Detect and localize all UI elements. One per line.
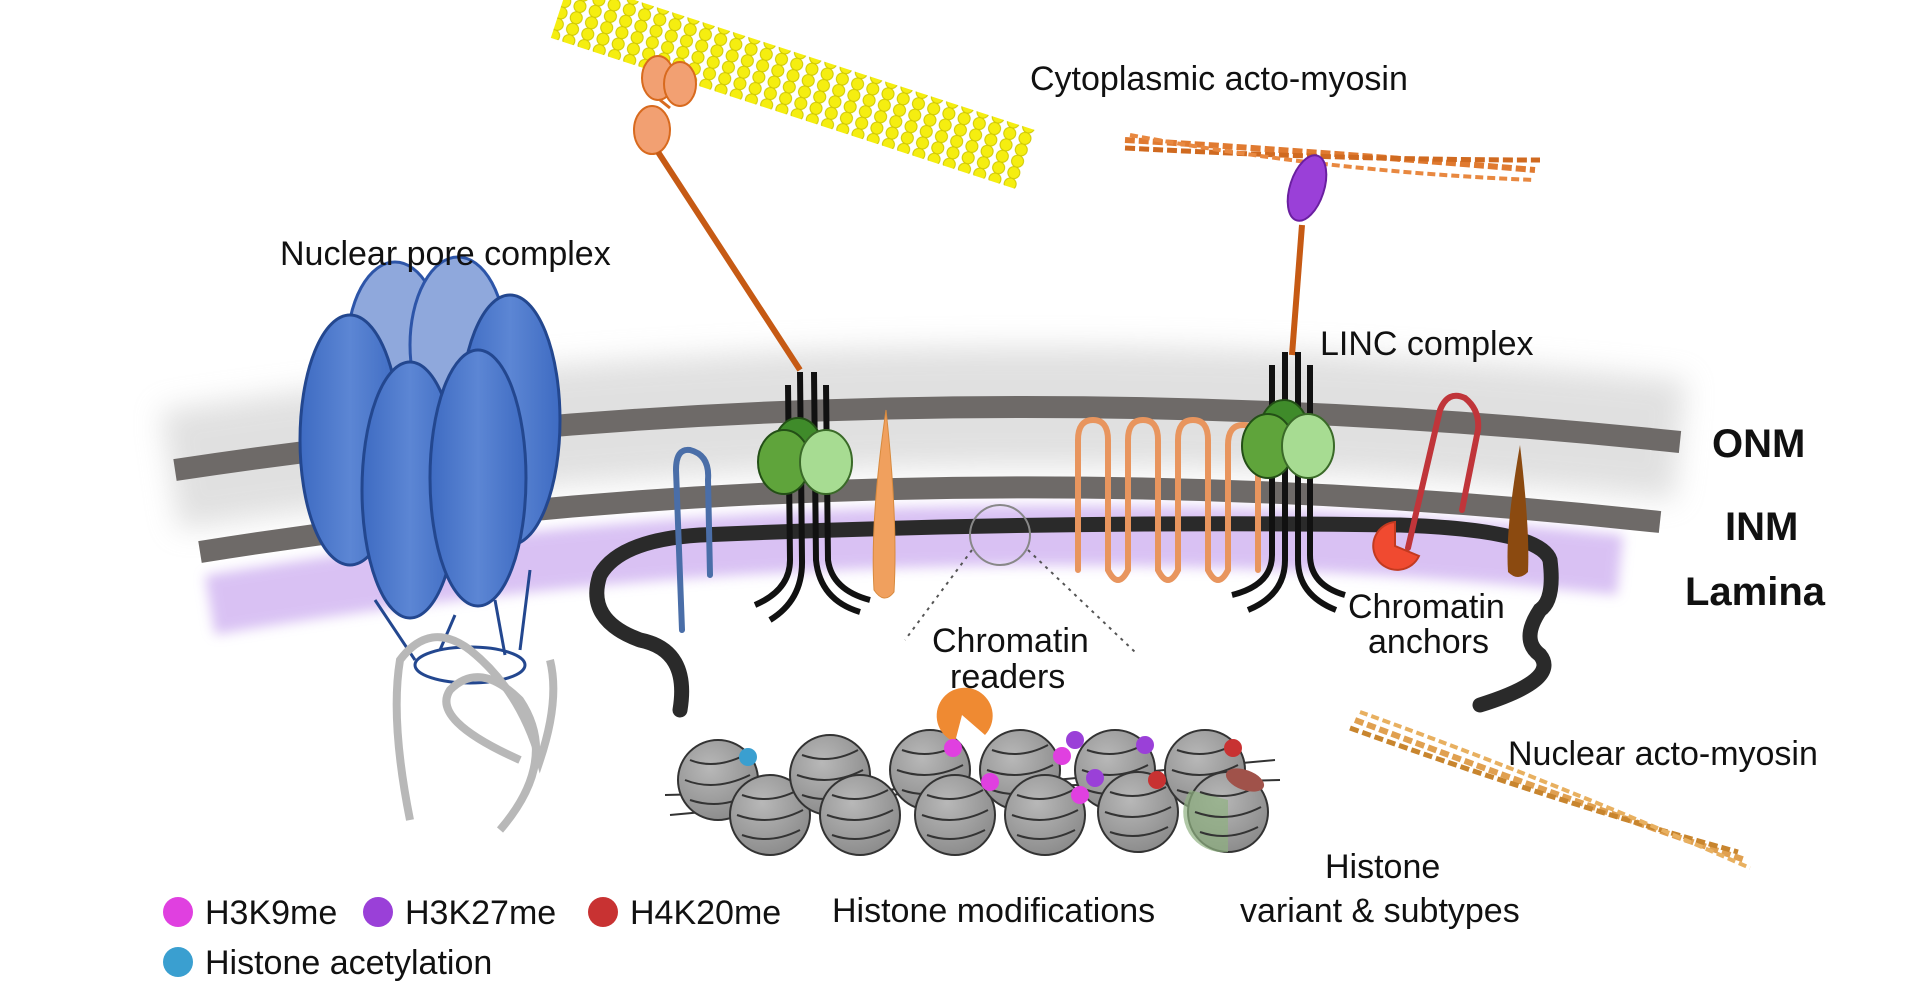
nucleosome — [819, 774, 901, 856]
nesprin-right — [1289, 224, 1305, 356]
nucleosome-variant — [1183, 771, 1269, 853]
zoom-circle — [969, 504, 1031, 566]
nucleosome — [1004, 774, 1086, 856]
legend-label-h3k27me: H3K27me — [405, 894, 556, 932]
label-chromatin-anchors-line2: anchors — [1368, 623, 1489, 661]
linc-complex-right — [1231, 352, 1346, 613]
legend-swatch-histone-acetylation — [163, 947, 193, 977]
chromatin-anchor-brown — [1507, 445, 1529, 577]
legend-swatch-h3k9me — [163, 897, 193, 927]
emerin-left — [872, 409, 896, 599]
label-lamina: Lamina — [1685, 570, 1826, 614]
chromatin-reader — [936, 687, 993, 742]
motor-and-nesprin-left — [633, 55, 803, 372]
label-linc-complex: LINC complex — [1320, 325, 1534, 363]
label-chromatin-readers-line2: readers — [950, 658, 1065, 696]
legend-label-histone-acetylation: Histone acetylation — [205, 944, 492, 982]
label-inm: INM — [1725, 505, 1798, 549]
nucleosome — [914, 774, 996, 856]
inm-protein-red — [1405, 392, 1482, 551]
myosin-head-purple — [1286, 154, 1328, 222]
nuclear-pore-complex — [298, 255, 562, 833]
label-chromatin-anchors-line1: Chromatin — [1348, 588, 1505, 626]
legend-swatch-h3k27me — [363, 897, 393, 927]
nuclear-actomyosin-filament — [1349, 710, 1751, 870]
chromatin-anchor-red — [1372, 520, 1421, 571]
inm-protein-blue — [672, 446, 713, 633]
linc-complex-left — [753, 371, 871, 623]
histone-marks — [739, 731, 1242, 804]
microtubule — [550, 0, 1036, 190]
multipass-protein — [1075, 416, 1261, 583]
label-nuclear-pore-complex: Nuclear pore complex — [280, 235, 611, 273]
legend-label-h3k9me: H3K9me — [205, 894, 337, 932]
nucleosome-fiber — [664, 729, 1281, 856]
label-nuclear-actomyosin: Nuclear acto-myosin — [1508, 735, 1818, 773]
label-histone-modifications: Histone modifications — [832, 892, 1155, 930]
legend-label-h4k20me: H4K20me — [630, 894, 781, 932]
label-onm: ONM — [1712, 422, 1805, 466]
label-cytoplasmic-actomyosin: Cytoplasmic acto-myosin — [1030, 60, 1408, 98]
nucleosome — [1097, 771, 1179, 853]
label-chromatin-readers-line1: Chromatin — [932, 622, 1089, 660]
legend: H3K9me H3K27me H4K20me Histone acetylati… — [163, 894, 781, 982]
label-histone-variant-line2: variant & subtypes — [1240, 892, 1520, 930]
cytoplasmic-actomyosin-filament — [1124, 133, 1541, 182]
nucleosome — [729, 774, 811, 856]
legend-swatch-h4k20me — [588, 897, 618, 927]
label-histone-variant-line1: Histone — [1325, 848, 1440, 886]
